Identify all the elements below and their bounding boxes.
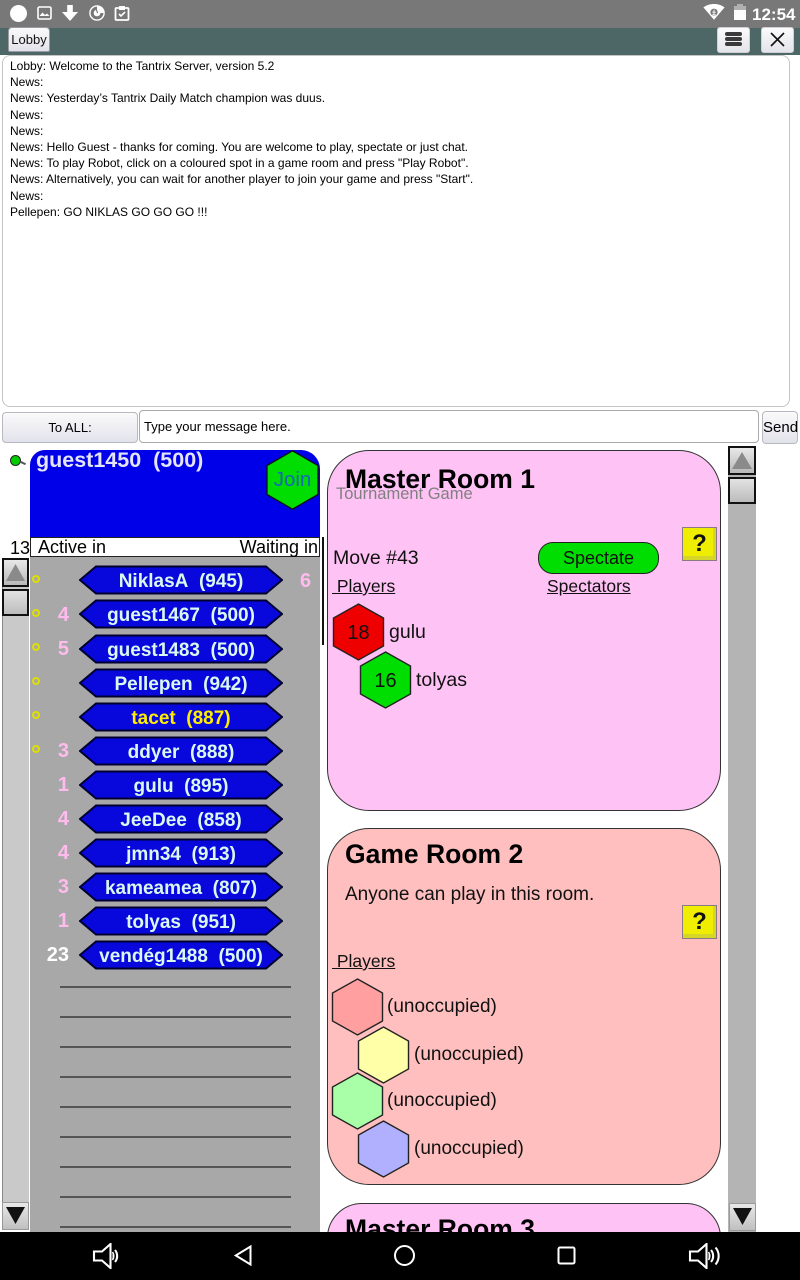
svg-text:jmn34 (913): jmn34 (913) [125, 844, 236, 865]
svg-text:gulu (895): gulu (895) [133, 776, 228, 797]
svg-text:Join: Join [274, 468, 312, 491]
svg-text:tolyas (951): tolyas (951) [126, 912, 236, 933]
svg-text:kameamea (807): kameamea (807) [105, 878, 257, 899]
svg-text:tacet (887): tacet (887) [131, 708, 230, 729]
svg-text:ddyer (888): ddyer (888) [128, 742, 235, 763]
svg-text:guest1467 (500): guest1467 (500) [107, 605, 255, 626]
svg-text:NiklasA (945): NiklasA (945) [119, 571, 244, 592]
svg-text:Pellepen (942): Pellepen (942) [114, 674, 247, 695]
svg-text:JeeDee (858): JeeDee (858) [120, 810, 241, 831]
svg-text:vendég1488 (500): vendég1488 (500) [99, 946, 263, 967]
svg-text:guest1483 (500): guest1483 (500) [107, 640, 255, 661]
